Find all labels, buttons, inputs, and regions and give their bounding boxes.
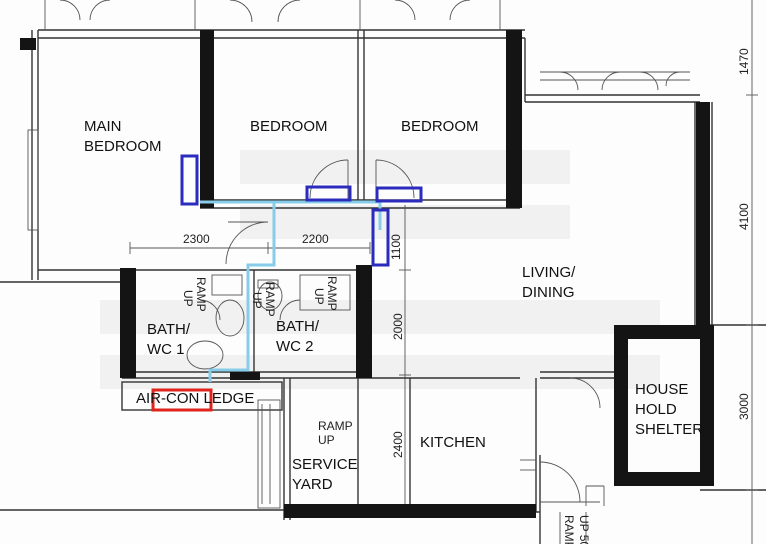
room-labels: MAIN BEDROOM BEDROOM BEDROOM LIVING/ DIN…: [84, 118, 703, 493]
dimension-labels: 2300 2200 1100 2000 2400 1470 4100 3000: [183, 48, 751, 458]
ramp-labels: RAMP UP RAMP UP RAMP UP RAMP UP RAMP UP …: [181, 276, 591, 544]
label-bedroom-1: BEDROOM: [250, 118, 328, 135]
label-bath2-2: WC 2: [276, 338, 314, 355]
label-bath2-1: BATH/: [276, 318, 320, 335]
ramp-bath2r-2: UP: [312, 288, 326, 305]
aircon-unit-bedroom-1: [305, 185, 352, 202]
ramp-service-1: RAMP: [318, 419, 353, 433]
label-service-yard-2: YARD: [292, 476, 333, 493]
dim-1470: 1470: [737, 48, 751, 75]
thick-walls: [20, 30, 714, 518]
dim-2200: 2200: [302, 232, 329, 246]
dim-4100: 4100: [737, 203, 751, 230]
ramp-bottom-2: UP 50: [577, 515, 591, 544]
dim-1100: 1100: [389, 234, 403, 260]
ramp-bath2r-1: RAMP: [325, 276, 339, 311]
label-main-bedroom-2: BEDROOM: [84, 138, 162, 155]
label-service-yard-1: SERVICE: [292, 456, 358, 473]
dim-3000: 3000: [737, 393, 751, 420]
ramp-service-2: UP: [318, 433, 335, 447]
aircon-condenser: [151, 388, 213, 412]
label-kitchen: KITCHEN: [420, 434, 486, 451]
aircon-unit-main-bedroom: [180, 154, 199, 206]
ramp-bath1-1: RAMP: [194, 277, 208, 312]
label-bath1-1: BATH/: [147, 321, 191, 338]
dim-2000: 2000: [391, 313, 405, 340]
label-shelter-1: HOUSE: [635, 381, 688, 398]
dim-2300: 2300: [183, 232, 210, 246]
ramp-bath2l-2: UP: [250, 292, 264, 309]
ramp-bottom-1: RAMP: [562, 515, 576, 544]
ramp-bath1-2: UP: [181, 290, 195, 307]
label-living-1: LIVING/: [522, 264, 576, 281]
label-living-2: DINING: [522, 284, 575, 301]
label-shelter-3: SHELTER: [635, 421, 703, 438]
dim-2400: 2400: [391, 431, 405, 458]
label-main-bedroom-1: MAIN: [84, 118, 122, 135]
label-bath1-2: WC 1: [147, 341, 185, 358]
label-aircon-ledge: AIR-CON LEDGE: [136, 390, 254, 407]
aircon-unit-bedroom-2: [375, 186, 423, 203]
bathroom-fixtures: [186, 274, 351, 370]
label-bedroom-2: BEDROOM: [401, 118, 479, 135]
label-shelter-2: HOLD: [635, 401, 677, 418]
aircon-unit-living: [371, 208, 390, 267]
ramp-bath2l-1: RAMP: [263, 282, 277, 317]
